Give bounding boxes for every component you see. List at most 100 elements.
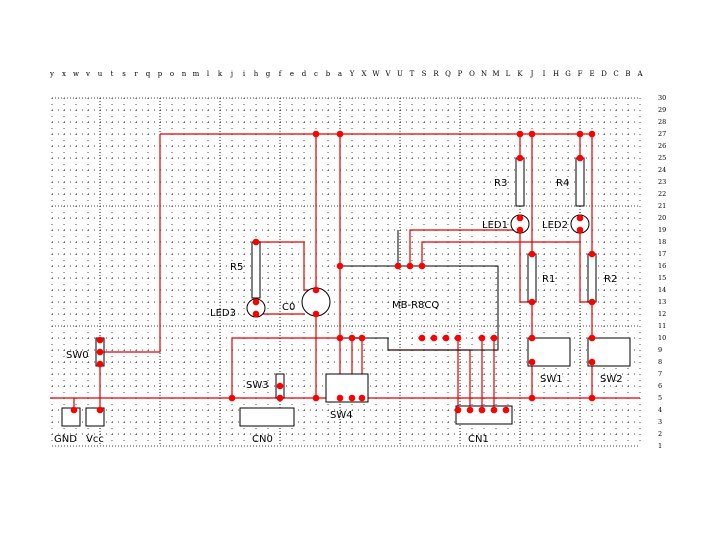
pad-dot <box>516 130 524 138</box>
pad-dot <box>516 214 524 222</box>
label-gnd: GND <box>54 434 77 445</box>
black-wires <box>340 230 499 351</box>
column-label: x <box>62 70 66 78</box>
pad-dot <box>336 130 344 138</box>
pad-dot <box>454 334 462 342</box>
row-label: 23 <box>658 178 666 186</box>
pad-dot <box>348 394 356 402</box>
pads <box>70 130 596 414</box>
pad-dot <box>588 334 596 342</box>
pad-dot <box>228 394 236 402</box>
pad-dot <box>336 334 344 342</box>
row-label: 5 <box>658 394 662 402</box>
column-label: v <box>85 70 90 78</box>
row-label: 18 <box>658 238 666 246</box>
column-label: I <box>543 70 546 78</box>
row-label: 9 <box>658 346 662 354</box>
column-label: E <box>589 70 594 78</box>
column-label: c <box>314 70 318 78</box>
resistor-r2 <box>587 253 597 303</box>
column-label: X <box>362 70 367 78</box>
pad-dot <box>96 336 104 344</box>
pad-dot <box>528 358 536 366</box>
pad-dot <box>252 310 260 318</box>
wire-left-vertical <box>100 134 161 353</box>
row-label: 25 <box>658 154 666 162</box>
pad-dot <box>454 406 462 414</box>
column-label: F <box>578 70 583 78</box>
column-label: G <box>565 70 571 78</box>
label-r1: R1 <box>542 274 555 285</box>
pad-dot <box>348 334 356 342</box>
pad-dot <box>588 250 596 258</box>
pad-dot <box>516 154 524 162</box>
pad-dot <box>394 262 402 270</box>
label-vcc: Vcc <box>86 434 104 445</box>
resistor-r3 <box>515 157 525 207</box>
row-label: 3 <box>658 418 662 426</box>
column-label: U <box>397 70 403 78</box>
pad-dot <box>276 382 284 390</box>
column-label: C <box>613 70 618 78</box>
wire-mcu-outline <box>340 265 499 351</box>
column-label: M <box>492 70 499 78</box>
column-label: V <box>384 70 391 78</box>
pad-dot <box>490 334 498 342</box>
pad-dot <box>96 406 104 414</box>
pad-dot <box>358 334 366 342</box>
pad-dot <box>490 406 498 414</box>
column-label: S <box>422 70 427 78</box>
label-r2: R2 <box>604 274 617 285</box>
pad-dot <box>418 334 426 342</box>
column-label: J <box>530 70 534 78</box>
label-led1: LED1 <box>482 220 508 231</box>
row-label: 6 <box>658 382 662 390</box>
label-sw0: SW0 <box>66 350 89 361</box>
column-label: O <box>469 70 475 78</box>
pad-dot <box>576 214 584 222</box>
label-sw2: SW2 <box>600 374 623 385</box>
column-label: T <box>410 70 415 78</box>
row-label: 15 <box>658 274 666 282</box>
column-label: R <box>433 70 439 78</box>
pad-dot <box>528 130 536 138</box>
pad-dot <box>252 298 260 306</box>
pad-dot <box>312 130 320 138</box>
column-label: B <box>625 70 630 78</box>
row-label: 16 <box>658 262 666 270</box>
pad-dot <box>528 250 536 258</box>
column-label: m <box>193 70 200 78</box>
label-sw3: SW3 <box>246 380 269 391</box>
column-label: y <box>49 70 54 78</box>
column-label: s <box>122 70 126 78</box>
label-sw4: SW4 <box>330 410 353 421</box>
pad-dot <box>588 358 596 366</box>
label-r5: R5 <box>230 262 243 273</box>
column-label: g <box>266 70 271 78</box>
pad-dot <box>442 334 450 342</box>
column-label: A <box>636 70 643 78</box>
row-label: 27 <box>658 130 666 138</box>
pad-dot <box>528 334 536 342</box>
row-label: 29 <box>658 106 666 114</box>
column-label: K <box>517 70 523 78</box>
red-wires <box>50 133 640 411</box>
pad-dot <box>576 226 584 234</box>
column-label: j <box>230 70 233 78</box>
row-label: 4 <box>658 406 662 414</box>
column-label: L <box>506 70 511 78</box>
label-c0: C0 <box>282 302 295 313</box>
resistor-r5 <box>251 241 261 299</box>
label-sw1: SW1 <box>540 374 563 385</box>
pad-dot <box>336 262 344 270</box>
resistor-r4 <box>575 157 585 207</box>
pad-dot <box>576 130 584 138</box>
connector-cn0 <box>239 407 295 427</box>
pad-dot <box>466 406 474 414</box>
row-label: 17 <box>658 250 666 258</box>
column-label: a <box>338 70 342 78</box>
pad-dot <box>516 226 524 234</box>
pad-dot <box>96 360 104 368</box>
